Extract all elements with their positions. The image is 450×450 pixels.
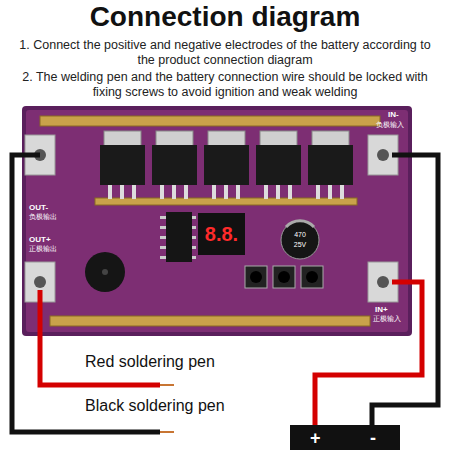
pcb-surface: [26, 110, 408, 332]
battery-terminal-sign: +: [310, 428, 321, 448]
pen-label: Black soldering pen: [85, 397, 225, 415]
pen-tip: [160, 384, 174, 386]
copper-bar: [95, 198, 357, 205]
mosfet-row: [100, 131, 353, 199]
terminal-label: 正极输出: [29, 245, 57, 253]
chip: [160, 212, 196, 262]
battery: +-: [290, 425, 400, 450]
terminal-label: OUT+: [29, 235, 51, 244]
terminal-label: 正极输入: [373, 315, 401, 323]
red-wire: [40, 290, 160, 385]
copper-bar: [50, 316, 370, 326]
capacitor: [281, 221, 319, 259]
push-button: [245, 266, 323, 288]
copper-bar: [40, 116, 380, 126]
battery-terminal-sign: -: [370, 428, 376, 448]
led-display: [198, 213, 245, 255]
terminal-label: IN-: [388, 110, 399, 119]
capacitor-value: 470: [282, 231, 318, 239]
buzzer: [85, 252, 125, 292]
terminal-label: OUT-: [29, 203, 48, 212]
pen-tip: [160, 431, 174, 433]
pen-label: Red soldering pen: [85, 353, 215, 371]
display-digits: 8.8.: [198, 223, 245, 245]
black-wire: [12, 155, 160, 432]
terminal-label: 负极输入: [376, 121, 404, 129]
terminal-label: IN+: [375, 305, 388, 314]
terminal-pad: [25, 135, 398, 302]
capacitor-value: 25V: [282, 241, 318, 249]
title: Connection diagram: [0, 2, 450, 32]
terminal-label: 负极输出: [29, 213, 57, 221]
pcb-board: [22, 106, 412, 336]
instruction-text: 2. The welding pen and the battery conne…: [12, 70, 438, 100]
instruction-text: 1. Connect the positive and negative ele…: [12, 38, 438, 68]
black-wire: [372, 155, 438, 425]
red-wire: [315, 282, 422, 425]
